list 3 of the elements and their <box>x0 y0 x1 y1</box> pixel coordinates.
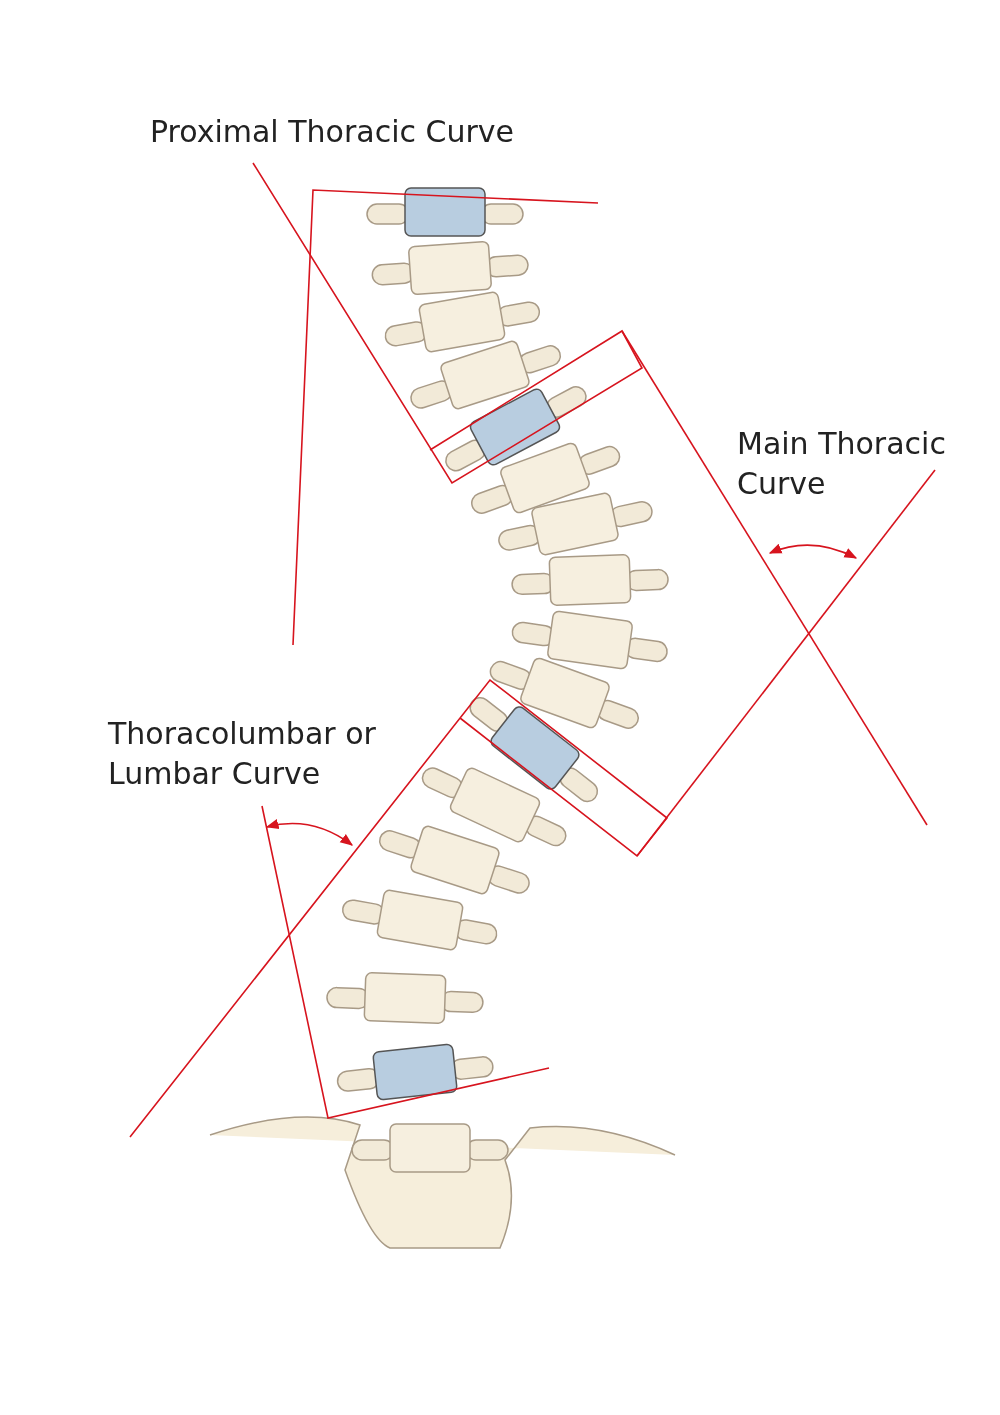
curve-label: Main Thoracic Curve <box>737 425 947 503</box>
curve-label: Thoracolumbar or Lumbar Curve <box>108 715 377 793</box>
curve-label: Proximal Thoracic Curve <box>150 113 515 151</box>
